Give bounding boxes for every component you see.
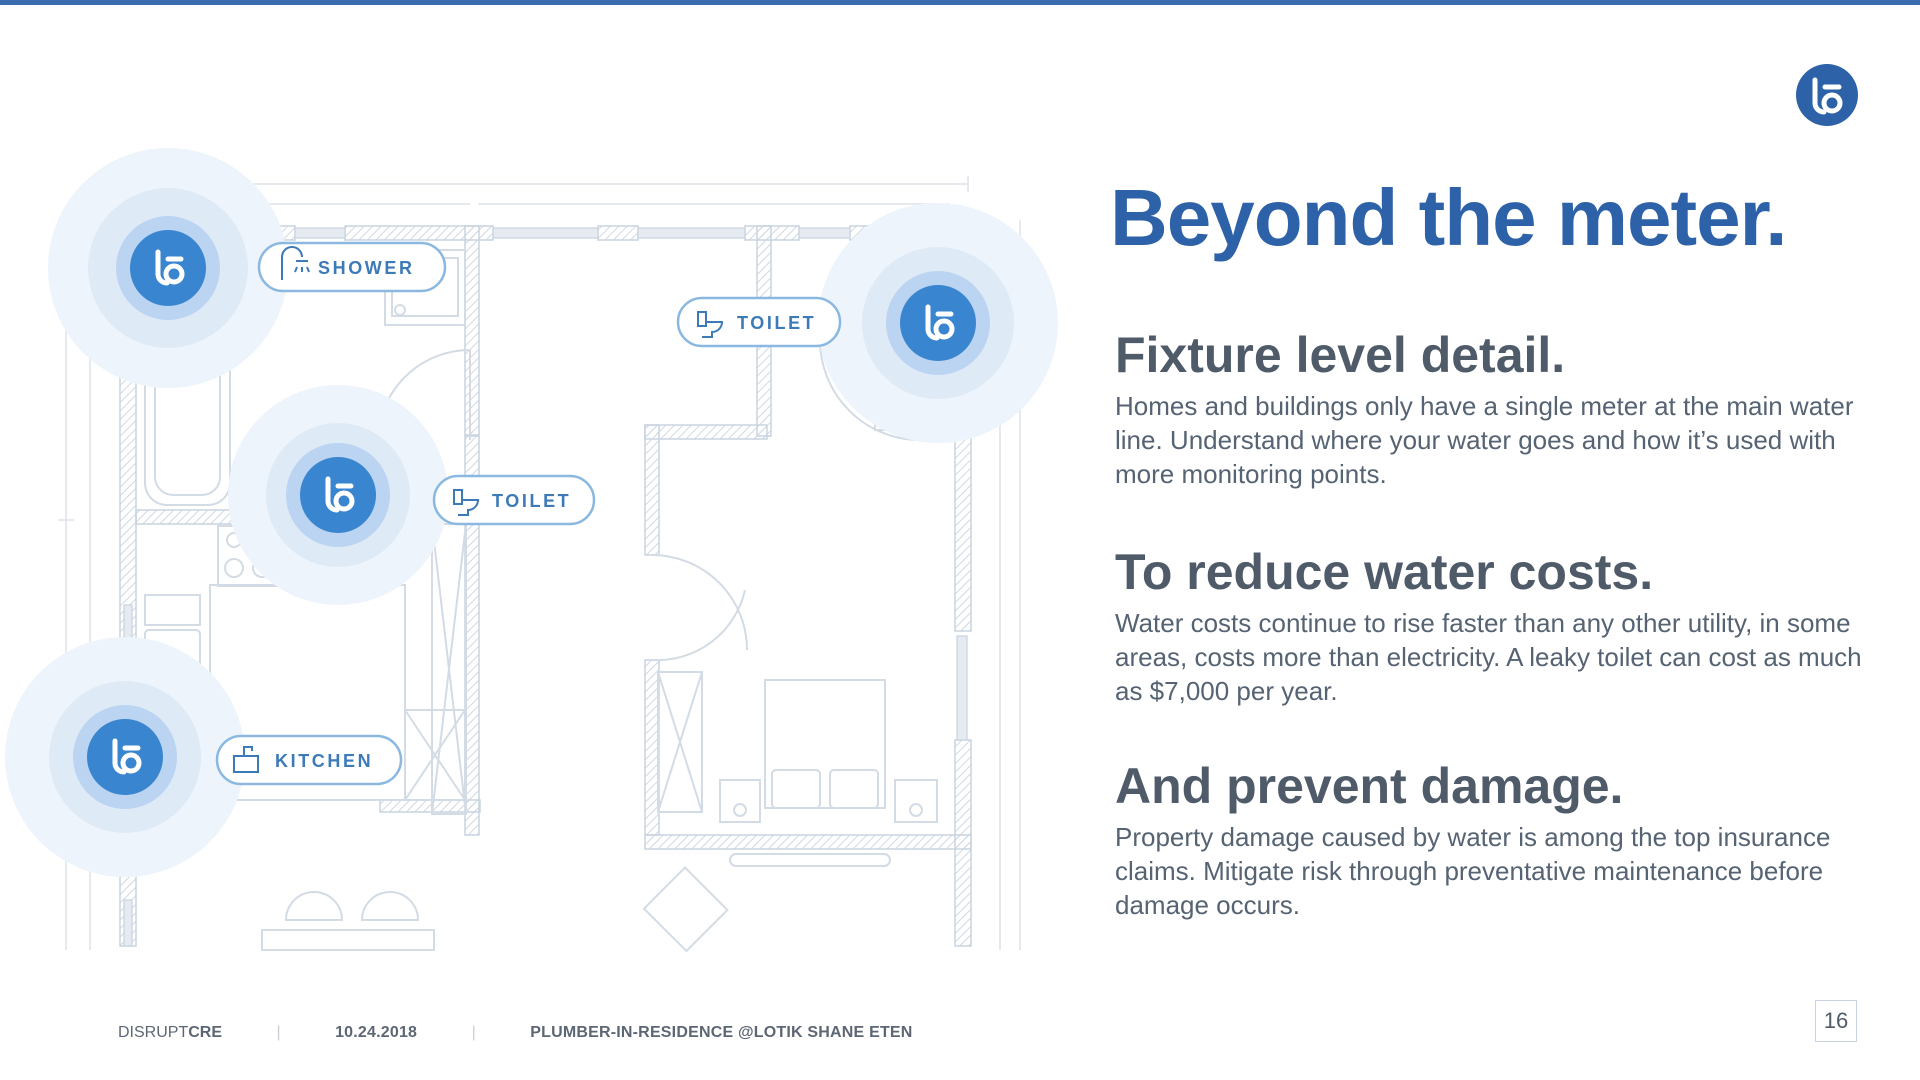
sensor-toilet-right [818, 203, 1058, 443]
toilet-icon [697, 311, 724, 338]
floor-plan-diagram: SHOWER TOILET TOILET KITCHEN [5, 148, 1058, 953]
footer: DISRUPTCRE | 10.24.2018 | PLUMBER-IN-RES… [118, 1024, 913, 1042]
section-body: Water costs continue to rise faster than… [1115, 608, 1862, 706]
label-pill-toilet-left: TOILET [432, 474, 596, 526]
sensor-bathroom-shower [48, 148, 288, 388]
footer-separator: | [276, 1024, 281, 1042]
section-fixture-detail: Fixture level detail. Homes and building… [1115, 328, 1875, 491]
floorplan-label-toilet-left: TOILET [492, 491, 571, 511]
label-pill-kitchen: KITCHEN [215, 734, 403, 786]
label-pill-toilet-right: TOILET [676, 296, 842, 348]
floorplan-label-shower: SHOWER [318, 258, 415, 278]
footer-brand: DISRUPTCRE [118, 1024, 222, 1042]
section-body: Property damage caused by water is among… [1115, 822, 1831, 920]
lotik-logo-icon [1796, 64, 1858, 126]
sensor-kitchen [5, 637, 245, 877]
label-pill-shower: SHOWER [257, 241, 447, 293]
footer-brand-suffix: CRE [188, 1024, 223, 1042]
section-heading: To reduce water costs. [1115, 544, 1654, 600]
section-body: Homes and buildings only have a single m… [1115, 391, 1854, 489]
toilet-icon [453, 489, 480, 516]
floorplan-label-toilet-right: TOILET [737, 313, 816, 333]
shower-icon [281, 246, 310, 280]
floorplan-label-kitchen: KITCHEN [275, 751, 373, 771]
section-reduce-costs: To reduce water costs. Water costs conti… [1115, 545, 1875, 708]
footer-date: 10.24.2018 [335, 1024, 418, 1042]
section-heading: And prevent damage. [1115, 758, 1624, 814]
section-heading: Fixture level detail. [1115, 327, 1566, 383]
footer-separator: | [471, 1024, 476, 1042]
footer-brand-prefix: DISRUPT [118, 1024, 189, 1041]
page-number: 16 [1815, 1000, 1857, 1042]
slide-title: Beyond the meter. [1110, 173, 1788, 262]
section-prevent-damage: And prevent damage. Property damage caus… [1115, 759, 1875, 922]
sink-icon [233, 746, 259, 773]
top-rule [0, 0, 1920, 5]
sensor-toilet-left [228, 385, 448, 605]
footer-credit: PLUMBER-IN-RESIDENCE @LOTIK SHANE ETEN [530, 1024, 913, 1042]
